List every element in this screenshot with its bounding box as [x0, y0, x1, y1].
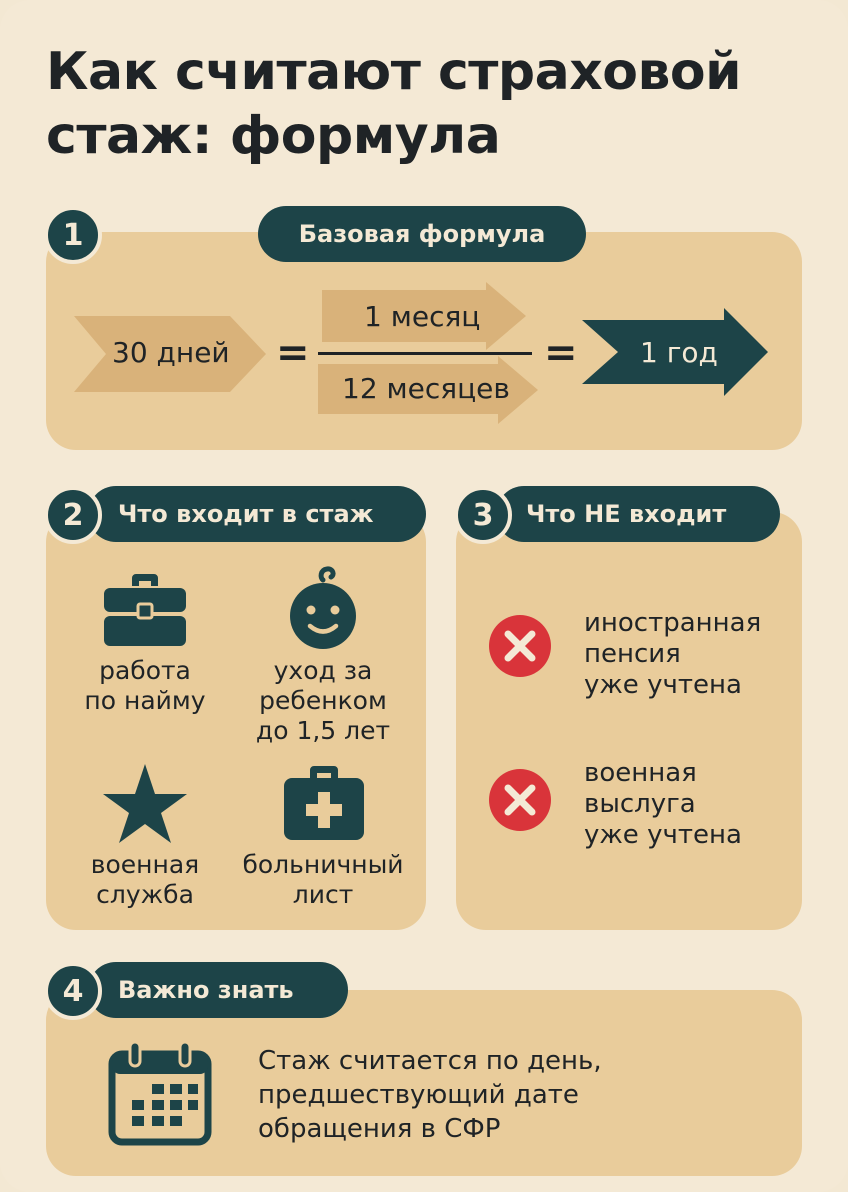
equals-sign-1: =: [276, 330, 310, 376]
briefcase-icon: [104, 574, 186, 646]
included-item-4-label: больничный лист: [242, 850, 404, 909]
section-4-number: 4: [44, 962, 102, 1020]
excluded-item-1-label: иностранная пенсия уже учтена: [584, 608, 762, 700]
section-3-number: 3: [454, 486, 512, 544]
calendar-icon: [108, 1040, 212, 1146]
denominator-label: 12 месяцев: [342, 372, 510, 405]
days-arrow: [74, 316, 266, 392]
title-line-1: Как считают страховой: [46, 42, 742, 102]
section-2-header: Что входит в стаж: [88, 486, 426, 542]
section-3-card: [456, 512, 802, 930]
included-item-3-label: военная служба: [90, 850, 200, 909]
baby-face-icon: [290, 566, 356, 649]
year-arrow: [582, 308, 768, 396]
important-note-text: Стаж считается по день, предшествующий д…: [258, 1046, 602, 1144]
included-item-2-label: уход за ребенком до 1,5 лет: [255, 656, 391, 745]
star-icon: [103, 764, 187, 843]
days-label: 30 дней: [112, 336, 230, 369]
section-2-card: [46, 512, 426, 930]
year-label: 1 год: [640, 336, 718, 369]
numerator-label: 1 месяц: [364, 300, 481, 333]
section-2-number: 2: [44, 486, 102, 544]
section-1-header: Базовая формула: [258, 206, 586, 262]
x-circle-icon: [489, 769, 551, 831]
title-line-2: стаж: формула: [46, 106, 501, 166]
section-4-header: Важно знать: [88, 962, 348, 1018]
section-3-header: Что НЕ входит: [496, 486, 780, 542]
fraction-line: [318, 352, 532, 355]
section-1-number: 1: [44, 206, 102, 264]
excluded-item-2-label: военная выслуга уже учтена: [584, 758, 742, 850]
months-arrow: [318, 356, 538, 424]
included-item-1-label: работа по найму: [84, 656, 206, 715]
x-circle-icon: [489, 615, 551, 677]
month-arrow: [322, 282, 526, 350]
medical-kit-icon: [284, 766, 364, 840]
equals-sign-2: =: [544, 330, 578, 376]
page-title: Как считают страховой стаж: формула: [46, 40, 806, 168]
